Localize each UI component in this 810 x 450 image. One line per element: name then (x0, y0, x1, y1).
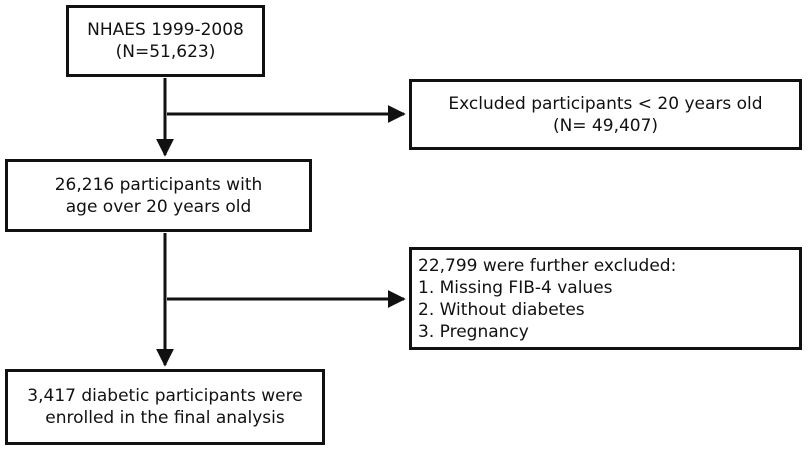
further-excluded-heading: 22,799 were further excluded: (418, 255, 677, 276)
final-line-1: 3,417 diabetic participants were (27, 386, 303, 406)
final-line-2: enrolled in the final analysis (45, 408, 285, 428)
source-title: NHAES 1999-2008 (87, 20, 244, 40)
excluded-age-box: Excluded participants < 20 years old (N=… (409, 79, 802, 150)
exclusion-item: 3. Pregnancy (418, 321, 529, 342)
source-count: (N=51,623) (115, 42, 216, 62)
excluded-age-count: (N= 49,407) (552, 115, 659, 136)
source-population-box: NHAES 1999-2008 (N=51,623) (66, 5, 265, 77)
exclusion-item: 2. Without diabetes (418, 299, 585, 320)
adults-line-2: age over 20 years old (65, 196, 252, 217)
excluded-age-label: Excluded participants < 20 years old (448, 93, 763, 114)
adult-participants-box: 26,216 participants with age over 20 yea… (5, 159, 312, 232)
final-analysis-box: 3,417 diabetic participants were enrolle… (5, 369, 325, 445)
adults-line-1: 26,216 participants with (54, 174, 263, 195)
further-excluded-box: 22,799 were further excluded: 1. Missing… (409, 247, 802, 350)
exclusion-item: 1. Missing FIB-4 values (418, 277, 613, 298)
